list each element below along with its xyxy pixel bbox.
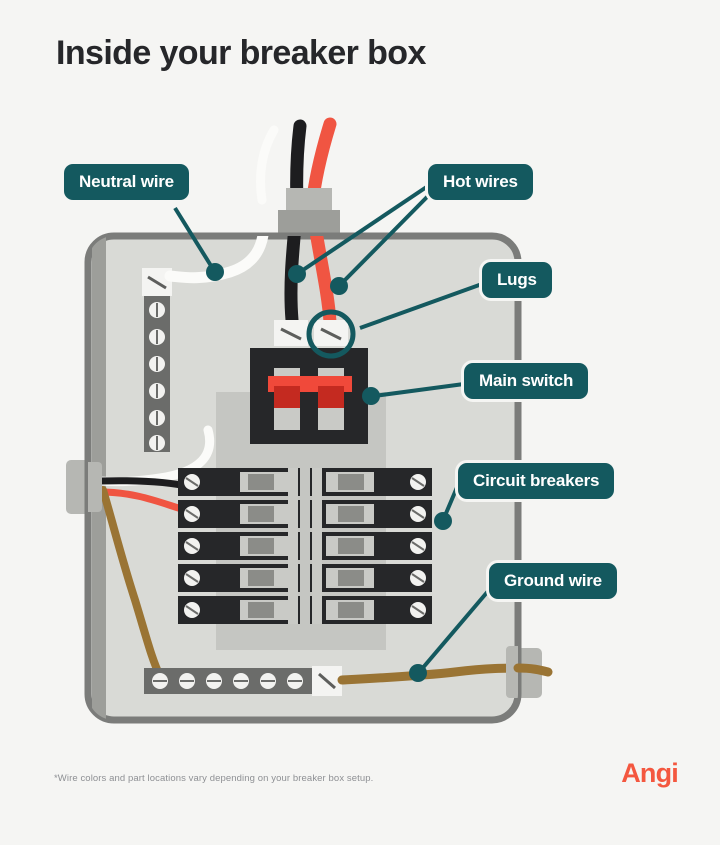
ground-wire-left-run — [99, 486, 164, 680]
lugs-highlight-circle — [306, 309, 356, 359]
ground-bus-screws — [152, 673, 303, 689]
callout-ground-wire[interactable]: Ground wire — [489, 563, 617, 599]
main-switch-toggle-left[interactable] — [274, 386, 300, 408]
callout-hot-wires[interactable]: Hot wires — [428, 164, 533, 200]
breaker-row[interactable] — [178, 468, 300, 496]
callout-lugs[interactable]: Lugs — [482, 262, 552, 298]
breaker-row[interactable] — [178, 564, 300, 592]
circuit-breaker-bank — [178, 468, 432, 624]
right-conduit-collar — [506, 646, 518, 698]
breaker-rail-right — [312, 468, 322, 624]
leader-dot-circuit-breakers — [434, 512, 452, 530]
main-switch-body — [250, 348, 368, 444]
callout-leader-lines — [173, 184, 491, 682]
neutral-wire-main-run — [164, 236, 270, 284]
breaker-row[interactable] — [178, 500, 300, 528]
breaker-row[interactable] — [310, 468, 432, 496]
angi-logo[interactable]: Angi — [621, 758, 679, 788]
hot-wire-black-main-run — [284, 236, 304, 327]
ground-bus-bar — [144, 666, 342, 696]
leader-lugs — [359, 282, 483, 330]
leader-circuit-breakers — [442, 484, 460, 519]
breaker-row[interactable] — [178, 532, 300, 560]
circuit-breaker-bank-right — [310, 468, 432, 624]
leader-main-switch — [373, 382, 465, 398]
ground-wire-exit — [513, 663, 553, 677]
leader-ground-wire — [419, 588, 491, 672]
neutral-bus-bar — [142, 268, 172, 452]
footnote-disclaimer: *Wire colors and part locations vary dep… — [54, 773, 374, 784]
leader-dot-hot-black — [288, 265, 306, 283]
neutral-terminal-screw — [147, 275, 167, 290]
lug-terminals — [274, 320, 348, 346]
callout-neutral-wire[interactable]: Neutral wire — [64, 164, 189, 200]
neutral-bus-strip — [144, 296, 170, 452]
callout-circuit-breakers[interactable]: Circuit breakers — [458, 463, 615, 499]
breaker-row[interactable] — [178, 596, 300, 624]
callout-main-switch[interactable]: Main switch — [464, 363, 589, 399]
page-title: Inside your breaker box — [56, 34, 426, 72]
ground-wire-right-run — [337, 663, 518, 685]
leader-hot-wire-red — [340, 194, 430, 285]
leader-hot-wire-black — [298, 184, 430, 274]
leader-dot-main-switch — [362, 387, 380, 405]
main-switch-toggle-right[interactable] — [318, 386, 344, 408]
leader-dot-ground-wire — [409, 664, 427, 682]
neutral-bus-screws — [149, 302, 165, 451]
left-conduit-collar — [88, 462, 102, 512]
neutral-wire-top-segment — [256, 125, 279, 205]
leader-dot-neutral-wire — [206, 263, 224, 281]
breaker-row[interactable] — [310, 596, 432, 624]
main-switch-unit[interactable] — [250, 348, 368, 444]
breaker-row[interactable] — [310, 500, 432, 528]
breaker-row[interactable] — [310, 532, 432, 560]
circuit-breaker-bank-left — [178, 468, 300, 624]
breaker-row[interactable] — [310, 564, 432, 592]
service-entrance-group — [256, 117, 340, 238]
ground-bus-strip — [144, 668, 312, 694]
leader-dot-hot-red — [330, 277, 348, 295]
breaker-rail-left — [288, 468, 298, 624]
leader-neutral-wire — [173, 206, 215, 271]
left-entry-wires — [88, 236, 215, 720]
